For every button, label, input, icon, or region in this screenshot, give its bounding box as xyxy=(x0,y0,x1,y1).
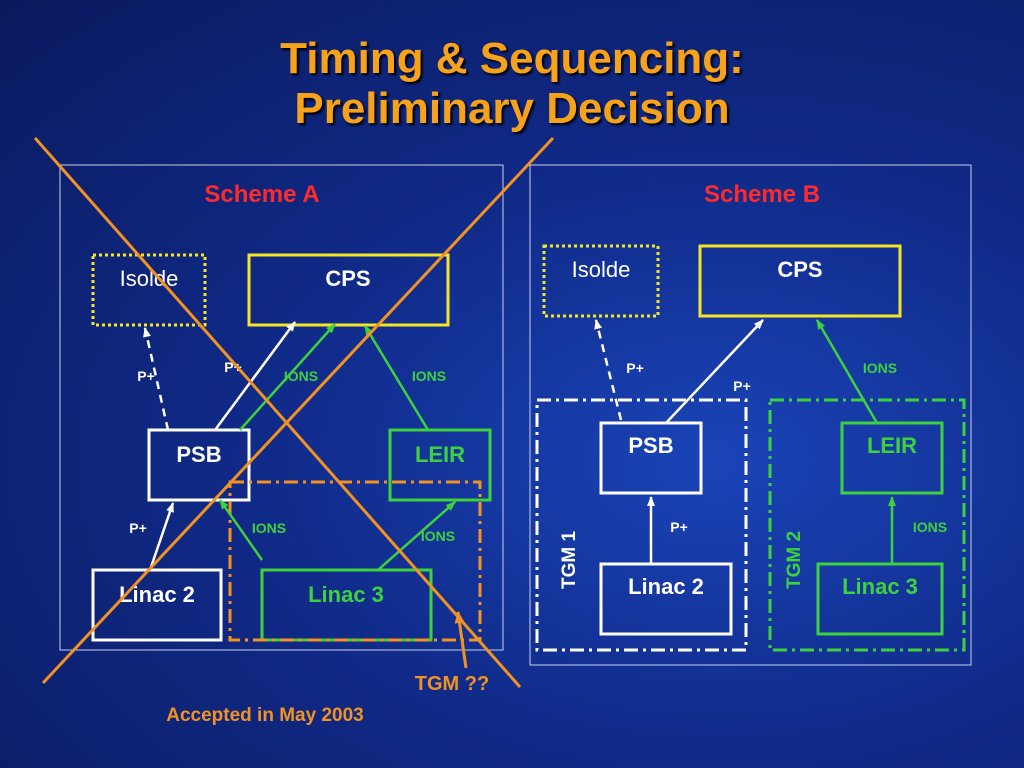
scheme-b-label-ions-linac3: IONS xyxy=(913,519,947,535)
scheme-a-psb-label: PSB xyxy=(176,442,221,467)
scheme-b-arrow-psb-isolde xyxy=(594,319,623,421)
scheme-b-heading: Scheme B xyxy=(704,181,820,208)
scheme-b-cps-box xyxy=(698,244,902,318)
scheme-b-arrow-leir-cps xyxy=(815,319,879,424)
scheme-a-label-ions-linac3-psb: IONS xyxy=(252,520,286,536)
scheme-a-isolde-label: Isolde xyxy=(120,266,179,291)
scheme-b-linac3-label: Linac 3 xyxy=(842,574,918,599)
scheme-a-tgm-box xyxy=(228,480,482,642)
scheme-a-arrow-psb-cps-ions xyxy=(239,323,336,431)
accepted-note: Accepted in May 2003 xyxy=(166,705,363,726)
scheme-a-label-ions-leir-cps: IONS xyxy=(412,368,446,384)
scheme-a-arrow-leir-cps xyxy=(363,325,430,431)
slide-title-line1: Timing & Sequencing: xyxy=(280,34,744,83)
scheme-a-arrow-linac3-psb xyxy=(218,499,264,561)
scheme-a-label-ions-linac3-leir: IONS xyxy=(421,528,455,544)
scheme-b-tgm2-box xyxy=(768,398,966,652)
scheme-b-tgm2-label: TGM 2 xyxy=(784,531,805,589)
scheme-a-cps-box xyxy=(247,253,450,327)
scheme-a-heading: Scheme A xyxy=(204,181,319,208)
scheme-b-psb-box xyxy=(599,421,703,495)
scheme-b-isolde-box xyxy=(542,244,660,318)
scheme-a-label-ions-psb-cps: IONS xyxy=(284,368,318,384)
scheme-b-cps-label: CPS xyxy=(777,257,822,282)
scheme-a-leir-box xyxy=(388,428,492,502)
scheme-a-cps-label: CPS xyxy=(325,266,370,291)
scheme-a-frame xyxy=(59,164,504,651)
scheme-b-label-p-isolde: P+ xyxy=(626,360,644,376)
scheme-a-arrow-psb-isolde xyxy=(143,327,170,431)
scheme-a-arrow-linac3-leir xyxy=(377,501,456,571)
cross-line-1 xyxy=(33,137,522,688)
scheme-b-isolde-label: Isolde xyxy=(572,257,631,282)
scheme-a-tgm-question: TGM ?? xyxy=(415,673,489,695)
scheme-a-linac2-label: Linac 2 xyxy=(119,582,195,607)
scheme-b-tgm1-box xyxy=(535,398,748,652)
scheme-a-leir-label: LEIR xyxy=(415,442,465,467)
scheme-b-psb-label: PSB xyxy=(628,433,673,458)
scheme-a-tgm-pointer xyxy=(454,611,468,669)
scheme-b: Scheme B Isolde CPS PSB LEIR Linac 2 Lin… xyxy=(529,164,972,666)
scheme-b-leir-box xyxy=(840,421,944,495)
scheme-a-isolde-box xyxy=(91,253,207,327)
scheme-a: Scheme A Isolde CPS PSB LEIR Linac 2 Lin… xyxy=(33,136,555,726)
scheme-a-label-p-linac2: P+ xyxy=(129,520,147,536)
scheme-b-label-p-cps: P+ xyxy=(733,378,751,394)
scheme-b-linac2-box xyxy=(599,562,733,636)
scheme-a-label-p-cps: P+ xyxy=(224,359,242,375)
scheme-b-arrow-psb-cps xyxy=(665,319,764,424)
scheme-b-frame xyxy=(529,164,972,666)
scheme-a-linac2-box xyxy=(91,568,223,642)
scheme-b-label-ions-leir-cps: IONS xyxy=(863,360,897,376)
scheme-a-linac3-label: Linac 3 xyxy=(308,582,384,607)
slide-title-line2: Preliminary Decision xyxy=(294,84,730,133)
scheme-a-arrow-psb-cps xyxy=(213,321,297,431)
scheme-a-arrow-linac2-psb xyxy=(148,502,175,571)
scheme-a-label-p-isolde: P+ xyxy=(137,368,155,384)
scheme-b-linac2-label: Linac 2 xyxy=(628,574,704,599)
cross-line-2 xyxy=(41,136,555,685)
scheme-b-linac3-box xyxy=(816,562,944,636)
scheme-b-leir-label: LEIR xyxy=(867,433,917,458)
scheme-b-tgm1-label: TGM 1 xyxy=(559,531,580,589)
scheme-b-label-p-linac2: P+ xyxy=(670,519,688,535)
